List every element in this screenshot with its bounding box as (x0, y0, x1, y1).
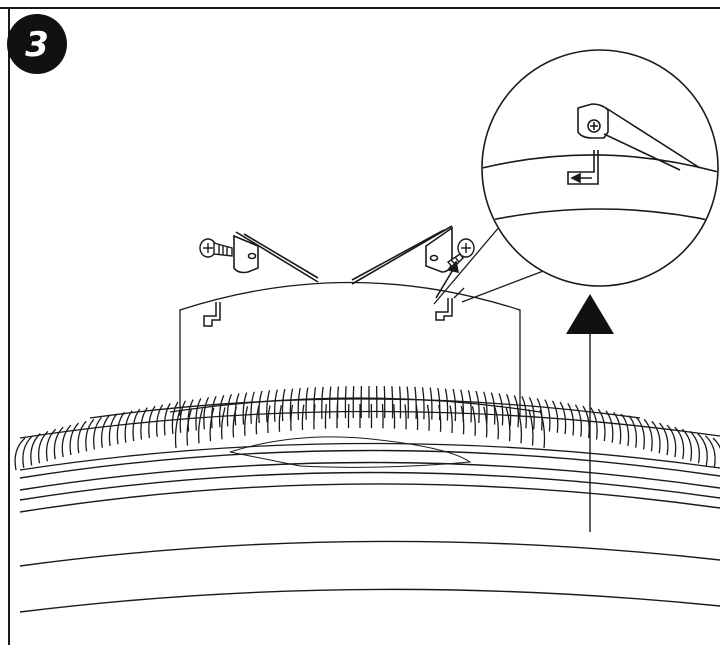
bracket-right (351, 225, 453, 285)
page-frame (0, 7, 720, 645)
screw-arrow-icon (435, 260, 460, 299)
screw-icon (199, 238, 233, 258)
step-badge: 3 (7, 14, 67, 74)
screw-icon (446, 238, 475, 270)
detail-magnifier (481, 49, 719, 287)
arrow-up-icon (566, 294, 614, 532)
canopy-body (179, 281, 521, 416)
canopy-slot-left (203, 302, 221, 327)
fan-grille (14, 385, 720, 471)
canopy-slot-right (435, 298, 453, 321)
step-number: 3 (25, 25, 49, 65)
fan-base (19, 449, 720, 613)
bracket-left (233, 231, 319, 283)
magnifier-leader (433, 225, 547, 305)
